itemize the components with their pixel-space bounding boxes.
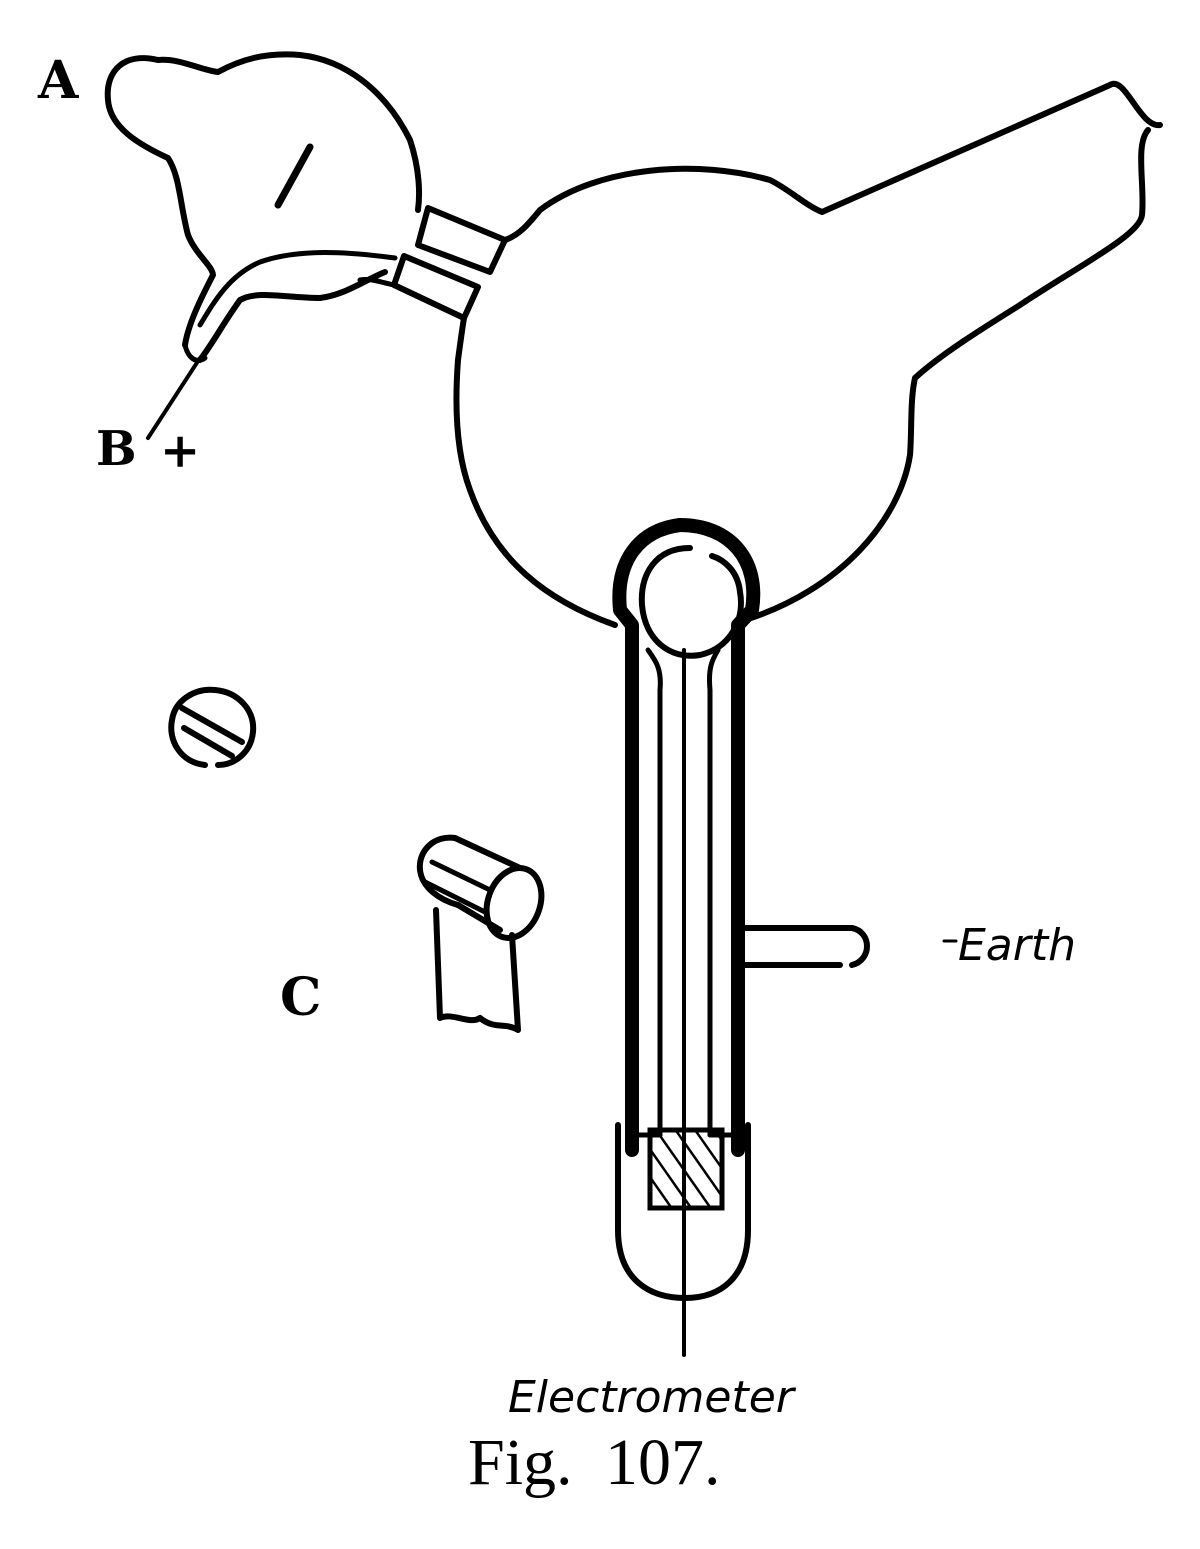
cylinder-c [416,834,545,1033]
insulating-plug [647,1127,725,1211]
earth-connection [737,907,958,968]
tube-electrode [274,143,314,209]
label-a: A [37,50,79,111]
figure-caption: Fig. 107. [468,1426,721,1499]
label-electrometer: Electrometer [508,1372,797,1423]
label-earth: Earth [958,920,1076,971]
wire-b [146,356,202,440]
side-tube-a [104,51,423,440]
electrometer-stem [612,518,761,1357]
main-bulb [453,80,1163,628]
label-c: C [280,967,321,1028]
label-b: B [96,421,137,477]
screw-icon [168,686,257,768]
tube-coupling [357,205,543,363]
label-b-sign: + [160,423,200,479]
caption-number: 107. [605,1426,721,1499]
caption-fig: Fig. [468,1426,573,1499]
